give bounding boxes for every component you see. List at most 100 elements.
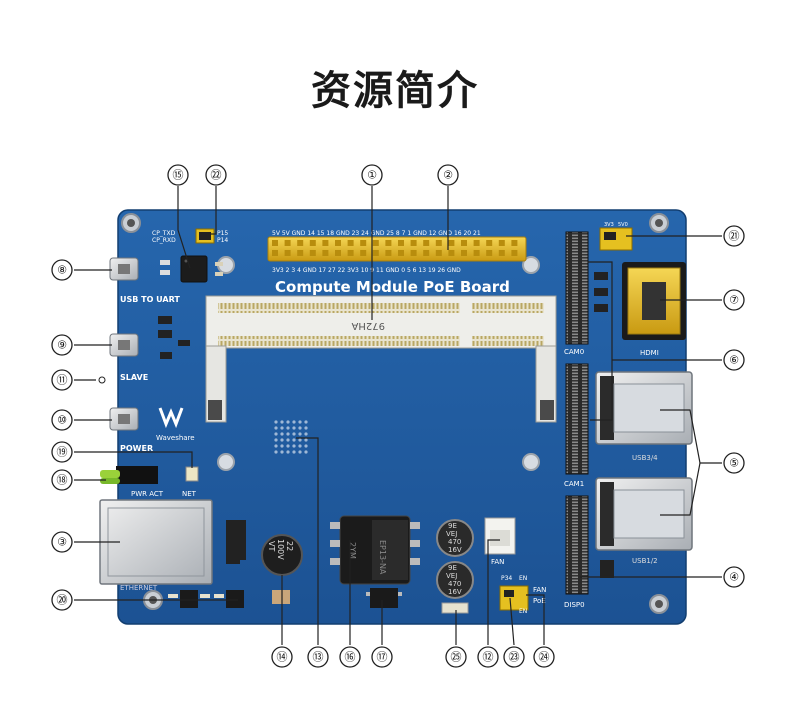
svg-text:㉔: ㉔ [539, 651, 550, 664]
test-point [298, 438, 302, 442]
cam1-connector [565, 363, 589, 475]
test-point [292, 444, 296, 448]
gpio-pin [309, 240, 316, 246]
svg-text:㉒: ㉒ [211, 169, 222, 182]
net-led [185, 466, 199, 482]
callout-5: ⑤ [723, 452, 745, 474]
page-title: 资源简介 [311, 68, 479, 114]
svg-text:⑲: ⑲ [57, 446, 68, 459]
callout-1: ① [361, 164, 383, 186]
cam0-connector [565, 231, 589, 345]
fan-poe-jumper [499, 585, 529, 611]
poe-chip [366, 588, 402, 608]
gpio-pin [511, 250, 518, 256]
pwr-act-leds [100, 466, 158, 484]
callout-9: ⑨ [51, 334, 73, 356]
poe-transformer [330, 515, 420, 585]
cap2-l3: 470 [448, 580, 461, 588]
svg-text:⑬: ⑬ [313, 651, 324, 664]
callout-3: ③ [51, 531, 73, 553]
cp-txd-label: CP_TXD [152, 230, 176, 237]
transformer-mark-1: EP13-NA [378, 540, 387, 575]
svg-text:③: ③ [57, 536, 67, 549]
usb12-port [595, 477, 693, 551]
gpio-pin [360, 250, 367, 256]
ethernet-label: ETHERNET [120, 584, 158, 592]
hdmi-port [622, 262, 686, 340]
uart-jumper [195, 228, 215, 244]
test-point [274, 432, 278, 436]
cap1-l1: 9E [448, 522, 457, 530]
test-point [286, 438, 290, 442]
gpio-pin [486, 240, 493, 246]
svg-text:②: ② [443, 169, 453, 182]
svg-text:⑱: ⑱ [57, 474, 68, 487]
gpio-pin [335, 250, 341, 256]
gpio-pin [272, 240, 278, 246]
test-point [274, 450, 278, 454]
test-point [286, 420, 290, 424]
usb34-label: USB3/4 [632, 454, 658, 462]
callout-15: ⑮ [167, 164, 189, 186]
callout-12: ⑫ [477, 646, 499, 668]
svg-text:⑧: ⑧ [57, 264, 67, 277]
gpio-pin [461, 250, 467, 256]
cp-rxd-label: CP_RXD [152, 237, 176, 244]
svg-text:⑰: ⑰ [377, 651, 388, 664]
cap2-l4: 16V [448, 588, 462, 596]
test-point [280, 444, 284, 448]
waveshare-logo [158, 407, 184, 429]
callout-2: ② [437, 164, 459, 186]
gpio-pin [385, 250, 392, 256]
callout-16: ⑯ [339, 646, 361, 668]
svg-text:⑪: ⑪ [57, 374, 68, 387]
gpio-pin [423, 250, 430, 256]
gpio-pin [398, 250, 404, 256]
socket-mark: 972HA [351, 320, 385, 331]
callout-13: ⑬ [307, 646, 329, 668]
gpio-pin [347, 250, 354, 256]
svg-text:⑯: ⑯ [345, 651, 356, 664]
gpio-pin [309, 250, 316, 256]
ethernet-pads [168, 590, 290, 608]
jumper-3v3-label: 3V3 [604, 222, 614, 228]
en-top-label: EN [519, 575, 527, 582]
cap2-l1: 9E [448, 564, 457, 572]
svg-text:㉓: ㉓ [509, 651, 520, 664]
test-point [304, 420, 308, 424]
disp0-connector [565, 495, 589, 595]
disp0-label: DISP0 [564, 601, 585, 609]
gpio-pin [372, 240, 379, 246]
cap-pads [441, 602, 469, 614]
svg-text:㉕: ㉕ [451, 651, 462, 664]
small-capacitor-1 [436, 519, 474, 557]
gpio-pin [511, 240, 518, 246]
cap1-l3: 470 [448, 538, 461, 546]
jumper-5v0-label: 5V0 [618, 222, 628, 228]
hdmi-label: HDMI [640, 349, 659, 357]
gpio-pin [498, 250, 505, 256]
test-point [304, 432, 308, 436]
test-point [274, 444, 278, 448]
gpio-pin [297, 250, 304, 256]
gpio-pin [322, 250, 329, 256]
gpio-pin [410, 240, 417, 246]
test-point [280, 420, 284, 424]
gpio-pin [297, 240, 304, 246]
test-point [274, 426, 278, 430]
callout-20: ⑳ [51, 589, 73, 611]
svg-text:⑥: ⑥ [729, 354, 739, 367]
callout-24: ㉔ [533, 646, 555, 668]
test-point [292, 420, 296, 424]
cap-big-l1: 22 [285, 541, 294, 551]
test-point [292, 450, 296, 454]
slave-label: SLAVE [120, 373, 148, 382]
svg-text:⑨: ⑨ [57, 339, 67, 352]
bga-test-points [274, 420, 308, 454]
gpio-pin [360, 240, 367, 246]
fan-jumper-label: FAN [533, 586, 546, 594]
test-point [286, 444, 290, 448]
gpio-pin [435, 250, 442, 256]
cap1-l4: 16V [448, 546, 462, 554]
